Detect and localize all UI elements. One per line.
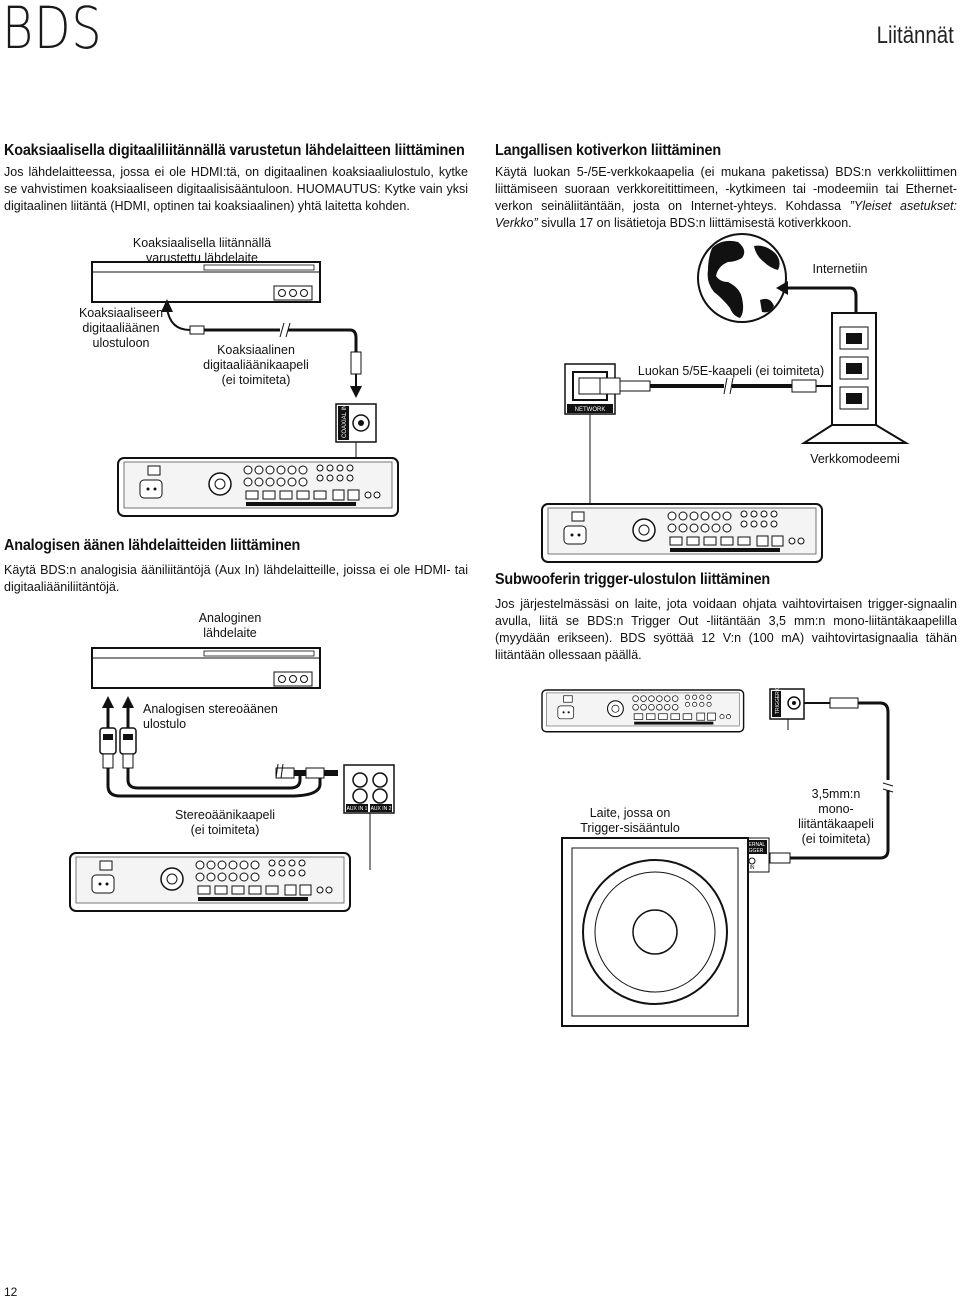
aux-in-1-text: AUX IN 1 (347, 806, 368, 812)
brand-logo: BDS (2, 0, 103, 62)
external-trigger-line2: TRIGGER (741, 848, 764, 854)
network-section-title: Langallisen kotiverkon liittäminen (495, 142, 721, 159)
external-trigger-line1: EXTERNAL (739, 842, 766, 848)
coax-jack-text: COAXIAL IN (342, 405, 348, 438)
analog-section-title: Analogisen äänen lähdelaitteiden liittäm… (4, 537, 301, 554)
modem-label: Verkkomodeemi (810, 452, 900, 466)
coax-output-label: Koaksiaaliseen digitaaliäänen ulostuloon (78, 306, 164, 350)
trigger-section-body: Jos järjestelmässäsi on laite, jota void… (495, 597, 957, 662)
network-cable-label: Luokan 5/5E-kaapeli (ei toimiteta) (635, 364, 827, 379)
network-section-body: Käytä luokan 5-/5E-verkkokaapelia (ei mu… (495, 165, 957, 230)
analog-output-label: Analogisen stereoäänen ulostulo (143, 702, 278, 731)
mono-cable-label: 3,5mm:n mono- liitäntäkaapeli (ei toimit… (798, 787, 874, 846)
coax-cable-label: Koaksiaalinen digitaaliäänikaapeli (ei t… (203, 343, 309, 387)
trigger-jack-text: TRIGGER OUT (775, 679, 781, 714)
coax-section-body: Jos lähdelaitteessa, jossa ei ole HDMI:t… (4, 165, 468, 213)
trigger-device-label: Laite, jossa on Trigger-sisääntulo (580, 806, 680, 835)
page-section-title: Liitännät (876, 22, 954, 49)
stereo-cable-label: Stereoäänikaapeli (ei toimiteta) (174, 808, 276, 837)
external-trigger-in: IN (750, 865, 755, 871)
coax-section-title: Koaksiaalisella digitaaliliitännällä var… (4, 142, 465, 159)
network-port-text: NETWORK (575, 407, 606, 413)
analog-section-body: Käytä BDS:n analogisia ääniliitäntöjä (A… (4, 563, 468, 594)
internet-label: Internetiin (812, 262, 868, 276)
aux-in-2-text: AUX IN 2 (371, 806, 392, 812)
trigger-section-title: Subwooferin trigger-ulostulon liittämine… (495, 571, 771, 588)
page-number: 12 (4, 1285, 18, 1299)
analog-source-label: Analoginen lähdelaite (198, 611, 262, 640)
